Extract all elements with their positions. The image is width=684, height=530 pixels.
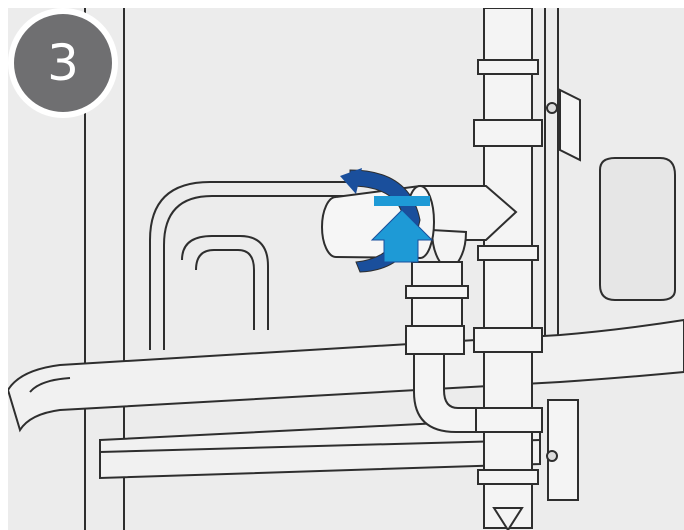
main-pipe (474, 8, 542, 530)
step-badge: 3 (8, 8, 118, 118)
step-number: 3 (47, 38, 79, 88)
step-badge-circle: 3 (14, 14, 112, 112)
